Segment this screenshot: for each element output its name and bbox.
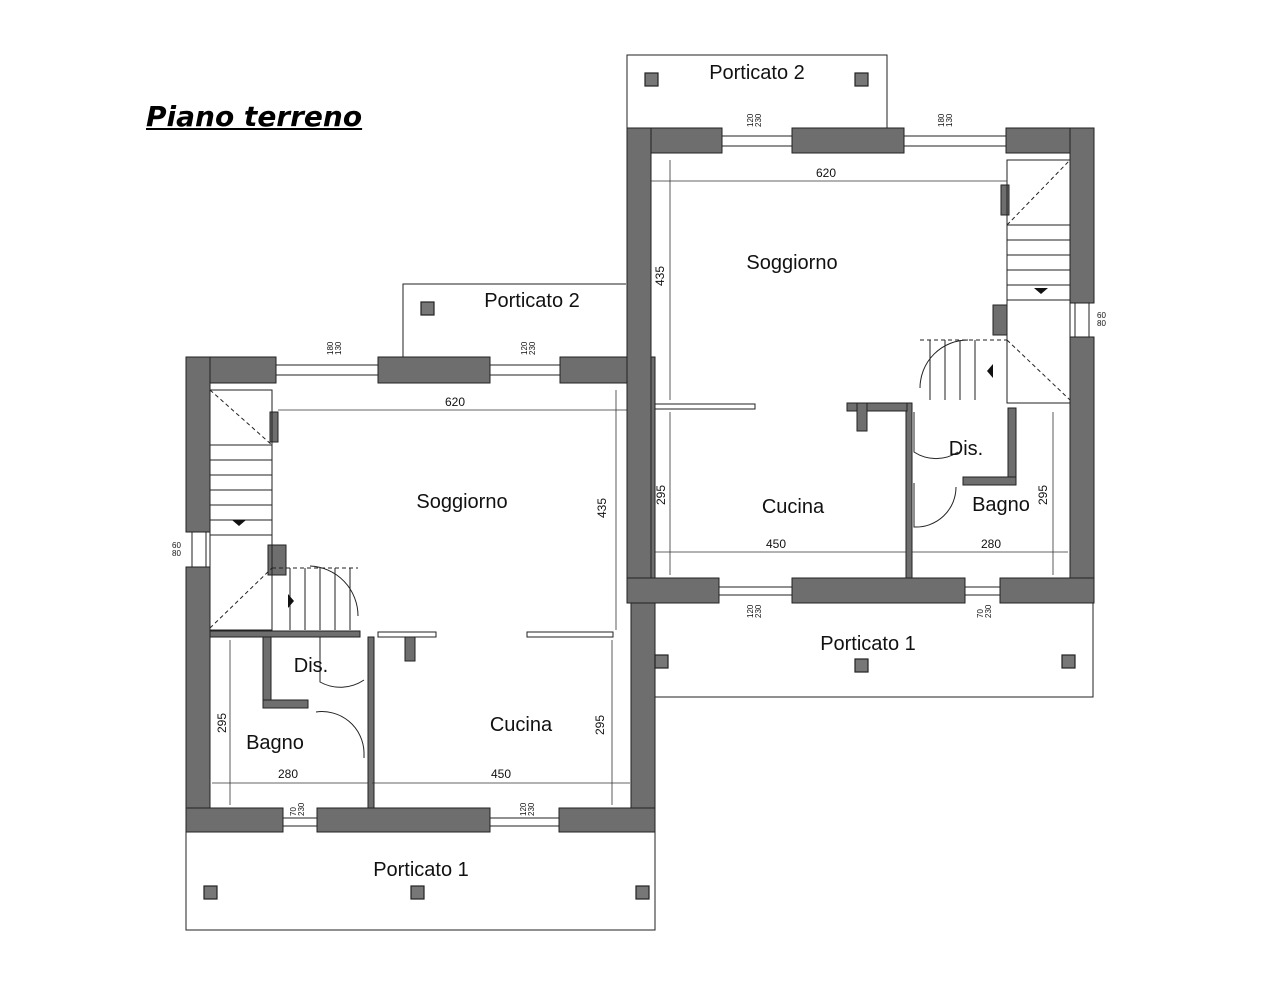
pillar (654, 654, 669, 669)
left-dim-win-back-1: 180130 (326, 341, 343, 355)
right-dim-lines (651, 160, 1068, 575)
left-porticato-back (402, 283, 626, 357)
pillar (410, 885, 425, 900)
right-dim-win-front-bagno: 70230 (976, 604, 993, 618)
page-title: Piano terreno (146, 100, 363, 133)
left-dim-soggiorno-width: 620 (445, 395, 465, 409)
right-doors (654, 403, 959, 528)
pillar (1061, 654, 1076, 669)
right-porticato-back-label: Porticato 2 (709, 62, 805, 84)
right-unit: Soggiorno Cucina Bagno Dis. Porticato 1 … (626, 54, 1106, 698)
pillar (644, 72, 659, 87)
right-windows (718, 135, 1090, 596)
left-dim-soggiorno-depth: 435 (595, 498, 609, 518)
right-dim-soggiorno-width: 620 (816, 166, 836, 180)
right-dim-bagno-width: 280 (981, 537, 1001, 551)
left-bagno-label: Bagno (246, 732, 304, 754)
right-porticato-front-label: Porticato 1 (820, 633, 916, 655)
pillar (854, 72, 869, 87)
left-soggiorno-label: Soggiorno (416, 491, 507, 513)
right-dim-soggiorno-depth: 435 (653, 266, 667, 286)
right-walls (626, 127, 1095, 604)
right-dis-label: Dis. (949, 438, 983, 460)
right-stairs (919, 159, 1071, 404)
right-dim-cucina-depth: 295 (654, 485, 668, 505)
right-porticato-back (626, 54, 888, 128)
right-dim-win-back-2: 180130 (937, 113, 954, 127)
left-dim-win-front-bagno: 70230 (289, 802, 306, 816)
left-dim-win-back-2: 120230 (520, 341, 537, 355)
pillar (203, 885, 218, 900)
left-dim-cucina-width: 450 (491, 767, 511, 781)
left-dim-win-front-cucina: 120230 (519, 802, 536, 816)
right-dim-bagno-depth: 295 (1036, 485, 1050, 505)
left-cucina-label: Cucina (490, 714, 553, 736)
left-unit: Soggiorno Cucina Bagno Dis. Porticato 1 … (172, 283, 656, 931)
right-dim-cucina-width: 450 (766, 537, 786, 551)
left-windows (191, 364, 561, 827)
pillar (635, 885, 650, 900)
left-dim-cucina-depth: 295 (593, 715, 607, 735)
left-doors (315, 631, 614, 758)
pillar (420, 301, 435, 316)
right-porticato-front (654, 603, 1094, 698)
left-dis-label: Dis. (294, 655, 328, 677)
right-dim-win-back-1: 120230 (746, 113, 763, 127)
left-stairs (209, 389, 359, 631)
right-soggiorno-label: Soggiorno (746, 252, 837, 274)
right-cucina-label: Cucina (762, 496, 825, 518)
pillar (854, 658, 869, 673)
left-dim-bagno-depth: 295 (215, 713, 229, 733)
left-porticato-back-label: Porticato 2 (484, 290, 580, 312)
left-porticato-front (185, 832, 656, 931)
left-dim-bagno-width: 280 (278, 767, 298, 781)
right-dim-win-front-cucina: 120230 (746, 604, 763, 618)
right-bagno-label: Bagno (972, 494, 1030, 516)
left-walls (185, 356, 656, 833)
left-dim-lines (212, 390, 631, 805)
left-porticato-front-label: Porticato 1 (373, 859, 469, 881)
